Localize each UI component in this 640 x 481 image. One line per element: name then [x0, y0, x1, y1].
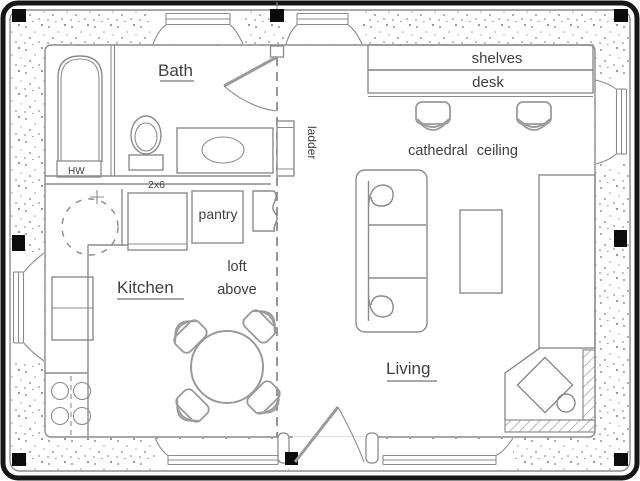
- desk-chair: [516, 101, 552, 131]
- window-right: [595, 79, 628, 165]
- hot-water-heater: [56, 160, 102, 178]
- dining-chair: [246, 380, 281, 415]
- vanity-sink: [176, 127, 274, 174]
- daybed: [538, 174, 596, 349]
- living-area: shelves desk cathedral ceiling: [355, 44, 596, 433]
- wall-stud-label: 2x6: [148, 179, 165, 191]
- dining-chair: [242, 309, 277, 344]
- bathtub: [57, 55, 103, 162]
- entry-door-opening: [293, 436, 368, 471]
- shelves-label: shelves: [472, 50, 523, 67]
- loft-ladder: [276, 120, 295, 177]
- pantry-cabinet: [191, 190, 244, 244]
- shelf-unit-broken-edge: [252, 190, 278, 232]
- woodstove-hearth: [504, 347, 596, 433]
- ladder-label: ladder: [305, 126, 319, 159]
- post-left-middle: [12, 235, 25, 251]
- window-opening-bottom-left: [155, 439, 288, 470]
- bath-door-jamb: [269, 45, 285, 58]
- loft-label-line1: loft: [227, 259, 246, 275]
- entry-door-jamb-right: [365, 432, 379, 464]
- exterior-wall-outline: [9, 9, 631, 472]
- toilet: [128, 115, 164, 171]
- living-label: Living: [386, 359, 430, 378]
- corner-post-bottom-right: [614, 453, 628, 466]
- window-opening-top-left: [153, 11, 243, 44]
- window-bottom-left: [154, 437, 279, 466]
- dining-chair: [173, 319, 208, 354]
- window-opening-right: [596, 80, 629, 164]
- bath-label: Bath: [158, 61, 193, 80]
- window-top-right: [285, 12, 363, 45]
- desk-label: desk: [472, 74, 504, 91]
- bath-door-leaf: [223, 55, 278, 88]
- stove-flue: [556, 393, 576, 413]
- bath-door-swing-arc: [223, 85, 277, 112]
- post-right-middle: [614, 230, 627, 247]
- loft-label-line2: above: [217, 282, 257, 298]
- pantry-row: pantry: [121, 189, 278, 251]
- kitchen-label: Kitchen: [117, 278, 174, 297]
- desk-chair: [415, 101, 451, 131]
- window-top-left: [152, 12, 244, 45]
- hot-water-label: HW: [68, 166, 85, 177]
- dashed-circle-marker: [61, 198, 119, 256]
- cathedral-ceiling-label: cathedral ceiling: [408, 143, 518, 159]
- bath-area: HW 2x6 Bath ladder: [45, 45, 319, 191]
- closet-cabinet: [127, 192, 188, 251]
- center-mark: [90, 190, 104, 204]
- hearth-hatch-right: [582, 349, 596, 421]
- hall-area: [61, 190, 119, 256]
- coffee-table: [459, 209, 503, 294]
- woodstove: [516, 356, 574, 414]
- range-stove: [50, 376, 92, 436]
- window-opening-left: [11, 252, 44, 362]
- kitchen-area: Kitchen loft above: [45, 244, 281, 437]
- entry-door-swing-arc: [337, 406, 365, 463]
- window-bottom-right: [382, 437, 514, 466]
- corner-post-top-right: [614, 9, 628, 22]
- exterior-wall-band: [10, 10, 630, 471]
- pantry-label: pantry: [199, 206, 238, 222]
- corner-post-top-left: [12, 9, 26, 22]
- dining-table: [190, 330, 264, 404]
- entry-door: [293, 406, 365, 463]
- entry-door-leaf: [293, 406, 340, 463]
- window-left: [12, 252, 45, 362]
- desk-unit: [367, 69, 594, 94]
- sofa: [355, 169, 428, 333]
- window-opening-top-right: [286, 11, 362, 44]
- hearth-hatch-bottom: [504, 419, 596, 433]
- post-top-center: [270, 9, 284, 22]
- dining-chair: [175, 388, 210, 423]
- window-opening-bottom-right: [366, 439, 513, 470]
- corner-post-bottom-left: [12, 453, 26, 466]
